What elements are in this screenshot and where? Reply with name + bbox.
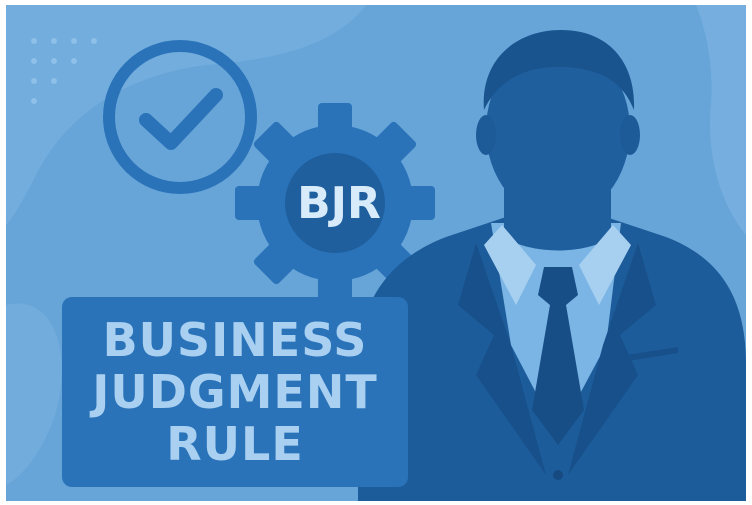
gear-icon [235,103,435,303]
illustration-background [6,5,746,501]
business-judgment-rule-label: BUSINESS JUDGMENT RULE [62,297,408,487]
illustration-frame: BJR BUSINESS JUDGMENT RULE [6,5,746,501]
bjr-badge-text: BJR [297,177,381,229]
title-line-2: JUDGMENT [92,365,378,419]
title-line-3: RULE [166,417,304,471]
background-blob-right [696,5,746,235]
background-blob-top-left [6,5,366,225]
check-circle-icon [103,40,257,194]
dot-pattern [31,38,97,104]
background-blob-bottom-left [6,303,62,485]
title-line-1: BUSINESS [102,313,368,367]
businessman-figure [358,30,746,501]
